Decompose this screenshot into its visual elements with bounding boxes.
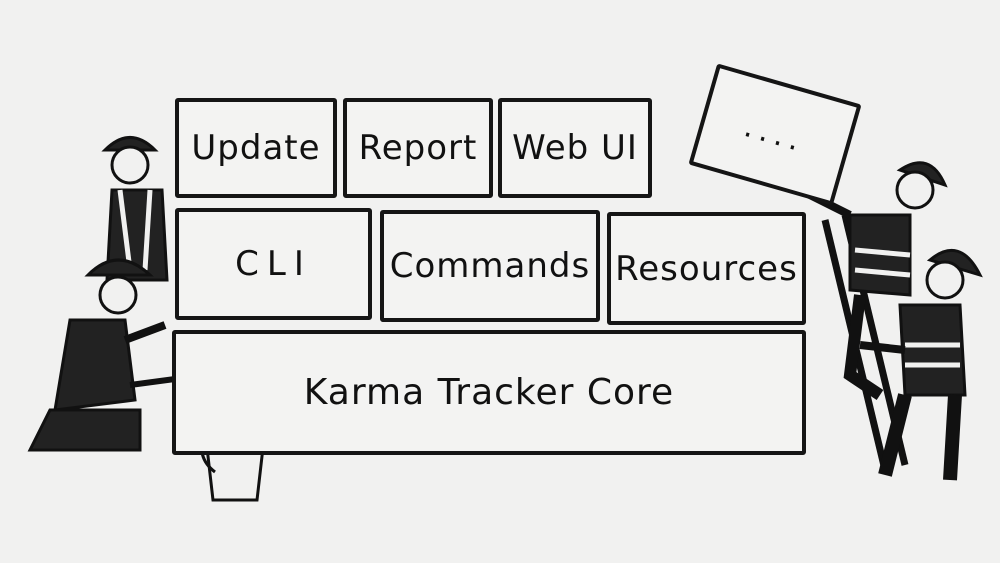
worker-on-ladder bbox=[798, 161, 948, 400]
block-update: Update bbox=[175, 98, 337, 198]
block-resources: Resources bbox=[607, 212, 806, 325]
worker-standing-right bbox=[859, 249, 983, 481]
worker-kneeling bbox=[27, 258, 191, 452]
block-cli: CLI bbox=[175, 208, 372, 320]
block-commands: Commands bbox=[380, 210, 600, 322]
block-report: Report bbox=[343, 98, 493, 198]
block-karma-tracker-core: Karma Tracker Core bbox=[172, 330, 806, 455]
worker-standing-left bbox=[101, 136, 169, 282]
block-web-ui: Web UI bbox=[498, 98, 652, 198]
